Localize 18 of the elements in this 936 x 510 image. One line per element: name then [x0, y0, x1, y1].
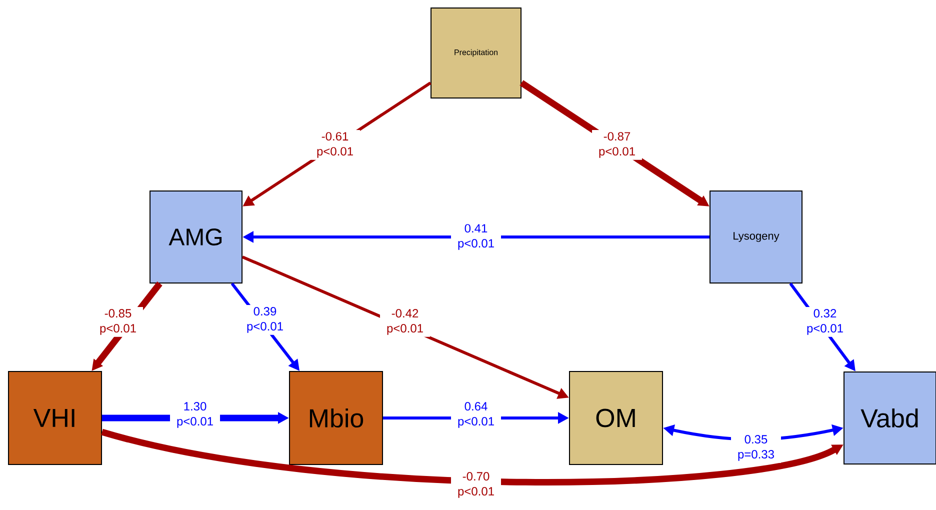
variable-box: AMG: [150, 190, 242, 284]
edge-label: -0.85 p<0.01: [93, 307, 143, 337]
edge-label: -0.42 p<0.01: [380, 307, 430, 337]
edge-label: -0.70 p<0.01: [451, 470, 501, 500]
variable-box: VHI: [8, 371, 102, 465]
variable-box: Mbio: [289, 371, 383, 465]
edge-label: 0.39 p<0.01: [240, 305, 290, 335]
edge-label: -0.87 p<0.01: [592, 130, 642, 160]
variable-box: Vabd: [844, 372, 936, 464]
variable-box: Precipitation: [430, 8, 522, 98]
edge-label: -0.61 p<0.01: [310, 130, 360, 160]
edge-label: 1.30 p<0.01: [170, 400, 220, 430]
variable-box: Lysogeny: [710, 190, 802, 284]
edge-label: 0.64 p<0.01: [451, 400, 501, 430]
edge-label: 0.32 p<0.01: [800, 307, 850, 337]
variable-box: OM: [569, 371, 663, 465]
edge-label: 0.41 p<0.01: [451, 222, 501, 252]
edge-label: 0.35 p=0.33: [731, 433, 781, 463]
